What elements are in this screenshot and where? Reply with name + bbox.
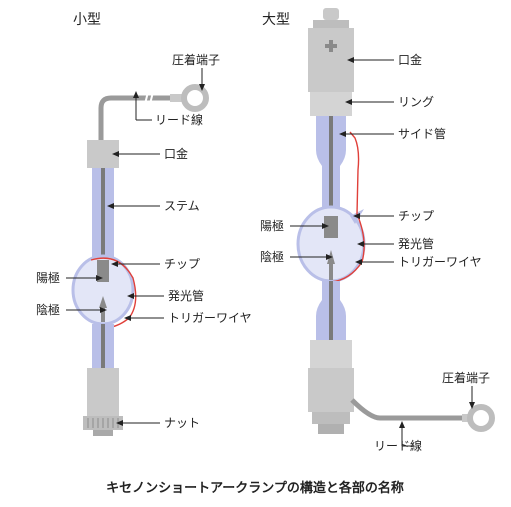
large-anode bbox=[324, 216, 338, 238]
diagram-caption: キセノンショートアークランプの構造と各部の名称 bbox=[106, 480, 404, 496]
small-label-base: 口金 bbox=[164, 146, 188, 161]
large-label-base: 口金 bbox=[398, 52, 422, 67]
small-anode bbox=[97, 260, 109, 282]
small-label-stem: ステム bbox=[164, 199, 200, 213]
large-label-lead-wire: リード線 bbox=[374, 438, 422, 453]
large-ring bbox=[310, 92, 352, 116]
large-crimp-terminal bbox=[462, 404, 495, 432]
large-label-tip: チップ bbox=[398, 209, 434, 223]
small-label-tip: チップ bbox=[164, 257, 200, 271]
small-label-anode: 陽極 bbox=[36, 270, 60, 285]
large-lower-base bbox=[308, 340, 354, 434]
large-label-crimp-terminal: 圧着端子 bbox=[442, 370, 490, 385]
small-heading: 小型 bbox=[73, 12, 101, 28]
large-heading: 大型 bbox=[262, 12, 290, 28]
small-label-bulb: 発光管 bbox=[168, 288, 204, 303]
small-label-trigger-wire: トリガーワイヤ bbox=[168, 311, 252, 325]
small-label-cathode: 陰極 bbox=[36, 302, 60, 317]
large-label-ring: リング bbox=[398, 95, 434, 109]
small-lead-wire bbox=[98, 91, 178, 143]
small-label-nut: ナット bbox=[164, 416, 200, 430]
large-lead-wire bbox=[350, 398, 470, 421]
large-lamp: 大型 bbox=[260, 8, 495, 453]
large-top-cap bbox=[308, 8, 354, 92]
small-cathode bbox=[99, 296, 107, 308]
small-bulb bbox=[71, 254, 137, 329]
large-label-anode: 陽極 bbox=[260, 218, 284, 233]
small-lamp: 小型 bbox=[36, 12, 252, 436]
small-bottom-base bbox=[87, 368, 119, 416]
large-label-side-tube: サイド管 bbox=[398, 126, 446, 141]
small-label-lead-wire: リード線 bbox=[155, 112, 203, 127]
small-trigger-wire bbox=[90, 257, 137, 329]
small-label-crimp-terminal: 圧着端子 bbox=[172, 52, 220, 67]
large-trigger-wire bbox=[330, 131, 365, 283]
large-label-trigger-wire: トリガーワイヤ bbox=[398, 255, 482, 269]
large-label-cathode: 陰極 bbox=[260, 249, 284, 264]
small-crimp-terminal bbox=[170, 84, 209, 112]
large-label-bulb: 発光管 bbox=[398, 236, 434, 251]
